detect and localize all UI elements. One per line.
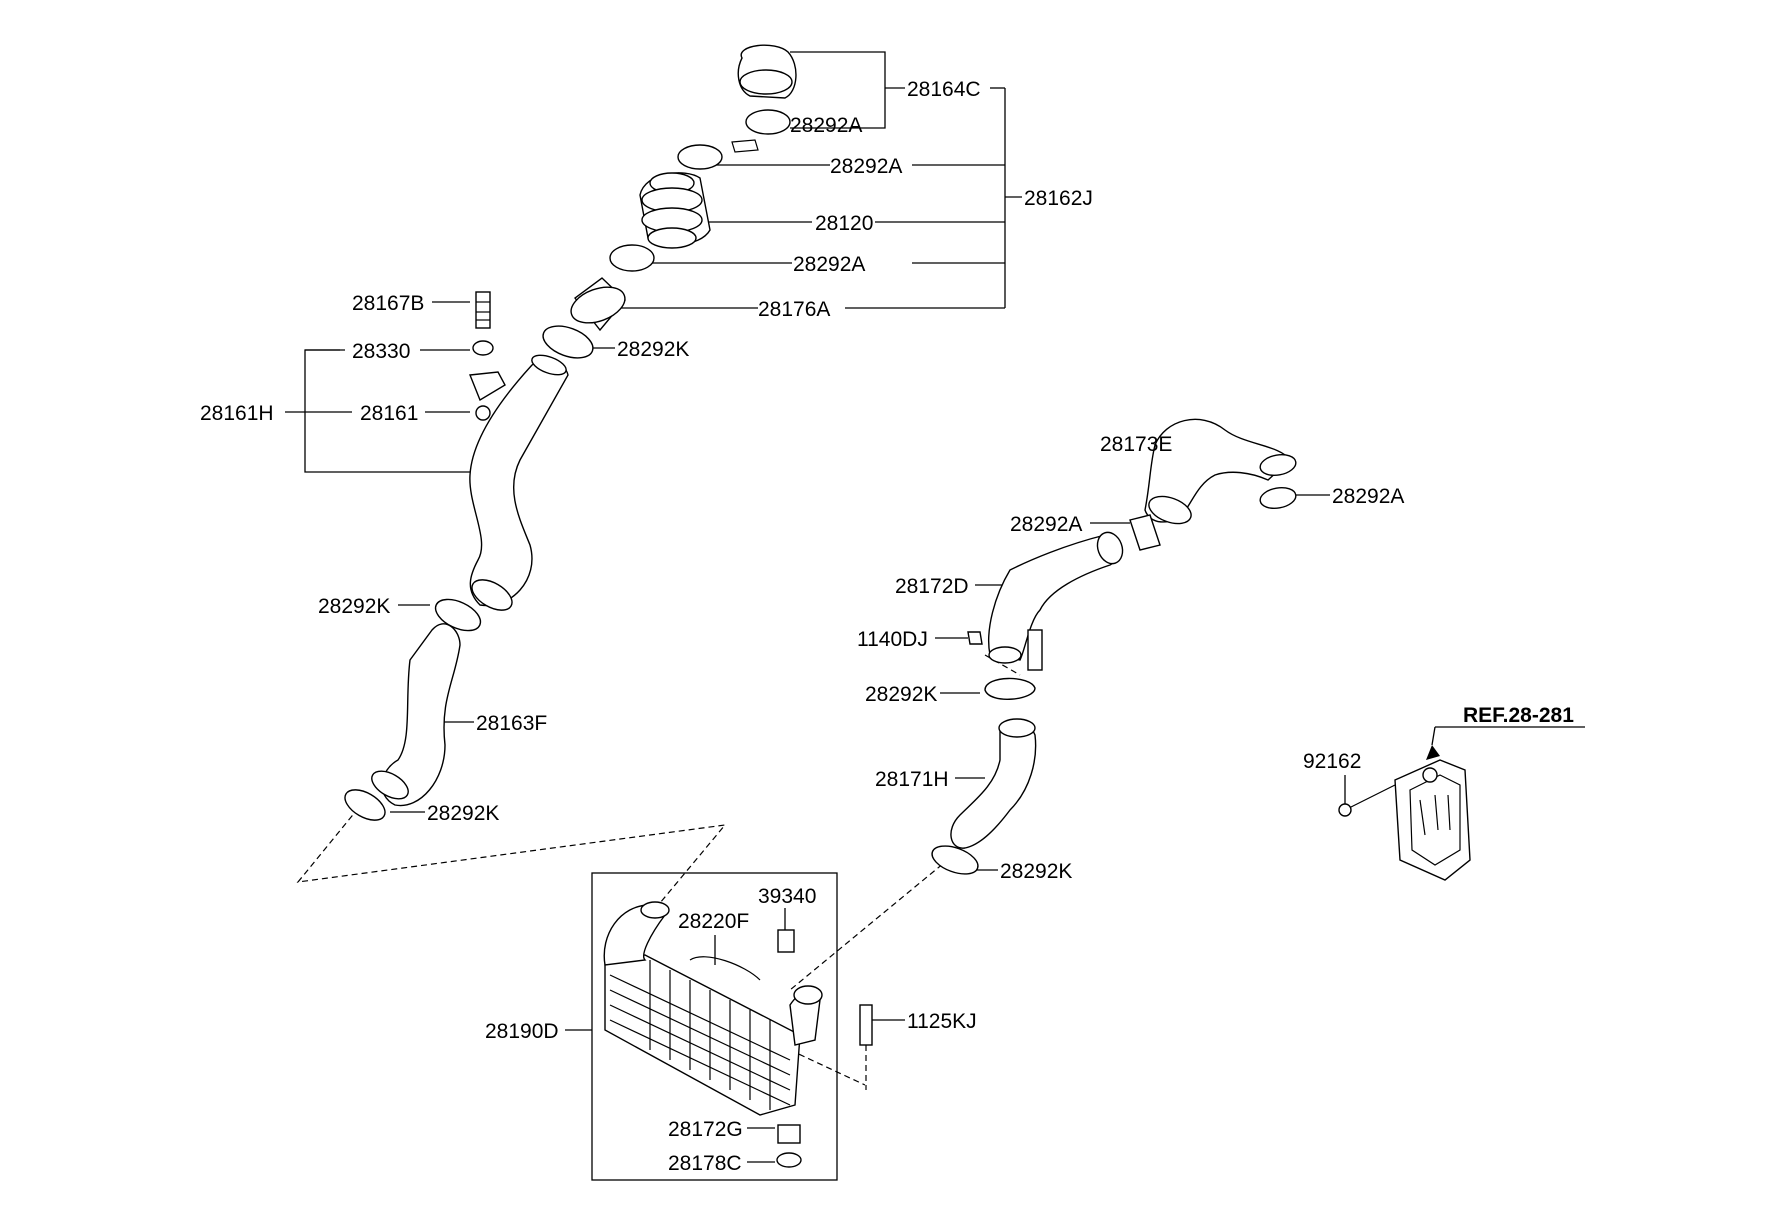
dashed-connection-lines <box>296 654 1021 1090</box>
label-28292K: 28292K <box>427 802 499 825</box>
label-28292K: 28292K <box>865 683 937 706</box>
label-28190D: 28190D <box>485 1020 559 1043</box>
right-hose-assembly <box>931 418 1297 875</box>
label-28292A: 28292A <box>790 114 862 137</box>
intercooler-assembly <box>603 901 873 1168</box>
label-28330: 28330 <box>352 340 410 363</box>
label-28164C: 28164C <box>907 78 981 101</box>
label-28292A: 28292A <box>1010 513 1082 536</box>
label-28167B: 28167B <box>352 292 424 315</box>
label-28172G: 28172G <box>668 1118 743 1141</box>
label-28161H: 28161H <box>200 402 274 425</box>
label-28171H: 28171H <box>875 768 949 791</box>
label-28292K: 28292K <box>1000 860 1072 883</box>
label-28292A: 28292A <box>793 253 865 276</box>
label-28176A: 28176A <box>758 298 830 321</box>
ref-arrow-icon <box>1426 745 1440 760</box>
top-air-hose-assembly <box>542 44 797 359</box>
label-1125KJ: 1125KJ <box>907 1010 977 1033</box>
label-28120: 28120 <box>815 212 873 235</box>
label-28172D: 28172D <box>895 575 969 598</box>
label-28220F: 28220F <box>678 910 749 933</box>
label-28292A: 28292A <box>1332 485 1404 508</box>
label-1140DJ: 1140DJ <box>857 628 928 651</box>
label-28173E: 28173E <box>1100 433 1172 456</box>
label-28163F: 28163F <box>476 712 547 735</box>
label-28292A: 28292A <box>830 155 902 178</box>
part-number-labels: 28164C 28292A 28292A 28162J 28120 28292A… <box>200 78 1574 1175</box>
label-ref-28-281: REF.28-281 <box>1463 704 1574 727</box>
label-28292K: 28292K <box>318 595 390 618</box>
label-28161: 28161 <box>360 402 418 425</box>
upper-left-pipe-28161 <box>469 291 569 611</box>
mid-left-hose-28163F <box>344 598 482 821</box>
label-28292K: 28292K <box>617 338 689 361</box>
label-28178C: 28178C <box>668 1152 742 1175</box>
label-39340: 39340 <box>758 885 816 908</box>
label-92162: 92162 <box>1303 750 1361 773</box>
bracket-part-ref-28-281 <box>1338 759 1471 881</box>
label-28162J: 28162J <box>1024 187 1093 210</box>
